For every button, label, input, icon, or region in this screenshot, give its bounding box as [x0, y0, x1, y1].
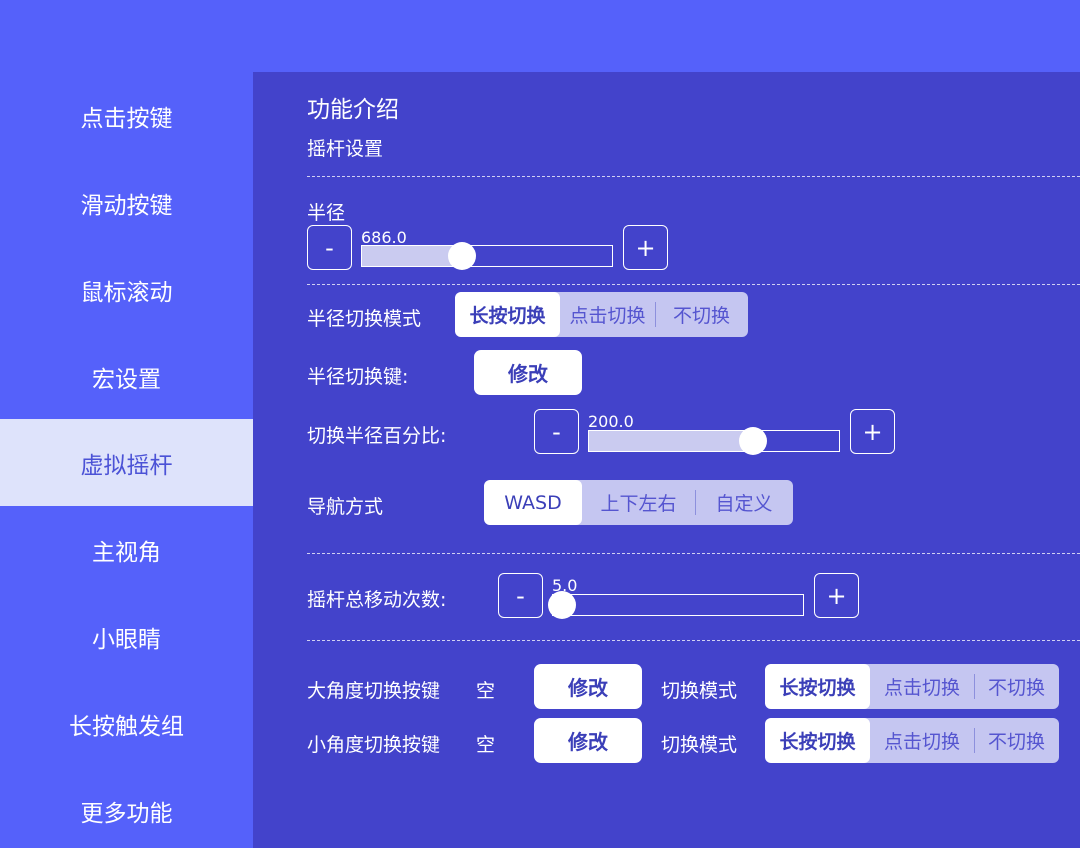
option-click-switch[interactable]: 点击切换 [883, 731, 960, 753]
top-bar [0, 0, 1080, 72]
joystick-moves-plus-button[interactable]: + [814, 573, 859, 618]
sidebar-item-click-key[interactable]: 点击按键 [0, 72, 253, 159]
minus-icon: - [325, 233, 334, 262]
divider [307, 284, 1080, 285]
radius-slider-thumb[interactable] [448, 242, 476, 270]
option-no-switch[interactable]: 不切换 [974, 664, 1059, 709]
sidebar-item-label: 鼠标滚动 [80, 279, 173, 306]
divider [307, 176, 1080, 177]
sidebar-item-mouse-scroll[interactable]: 鼠标滚动 [0, 246, 253, 333]
radius-slider-fill [362, 246, 462, 266]
joystick-moves-slider-track[interactable] [552, 594, 804, 616]
divider [307, 640, 1080, 641]
option-arrow-keys[interactable]: 上下左右 [600, 493, 677, 515]
option-click-switch[interactable]: 点击切换 [883, 677, 960, 699]
sidebar-item-long-press-group[interactable]: 长按触发组 [0, 680, 253, 767]
option-no-switch[interactable]: 不切换 [655, 292, 748, 337]
sidebar-item-swipe-key[interactable]: 滑动按键 [0, 159, 253, 246]
joystick-moves-minus-button[interactable]: - [498, 573, 543, 618]
big-angle-mode-label: 切换模式 [661, 680, 738, 702]
sidebar-item-label: 小眼睛 [92, 626, 161, 653]
small-angle-mode-label: 切换模式 [661, 734, 738, 756]
small-angle-mode-segmented: 长按切换 点击切换 不切换 [765, 718, 1059, 763]
sidebar-item-main-view[interactable]: 主视角 [0, 506, 253, 593]
radius-slider-track[interactable] [361, 245, 613, 267]
option-long-press-switch[interactable]: 长按切换 [765, 718, 870, 763]
option-long-press-switch[interactable]: 长按切换 [765, 664, 870, 709]
sidebar: 点击按键 滑动按键 鼠标滚动 宏设置 虚拟摇杆 主视角 小眼睛 长按触发组 更多… [0, 72, 253, 848]
joystick-moves-value: 5.0 [552, 576, 578, 595]
radius-minus-button[interactable]: - [307, 225, 352, 270]
option-long-press-switch[interactable]: 长按切换 [455, 292, 560, 337]
option-custom[interactable]: 自定义 [695, 480, 793, 525]
sidebar-item-small-eye[interactable]: 小眼睛 [0, 593, 253, 680]
radius-switch-key-modify-button[interactable]: 修改 [474, 350, 582, 395]
section-title: 摇杆设置 [307, 138, 384, 160]
plus-icon: + [635, 233, 656, 262]
option-click-switch[interactable]: 点击切换 [569, 305, 646, 327]
switch-radius-percent-minus-button[interactable]: - [534, 409, 579, 454]
sidebar-item-label: 主视角 [92, 539, 161, 566]
switch-radius-percent-slider-track[interactable] [588, 430, 840, 452]
minus-icon: - [552, 417, 561, 446]
small-angle-modify-button[interactable]: 修改 [534, 718, 642, 763]
small-angle-key-value: 空 [476, 734, 496, 756]
big-angle-mode-segmented: 长按切换 点击切换 不切换 [765, 664, 1059, 709]
sidebar-item-virtual-joystick[interactable]: 虚拟摇杆 [0, 419, 253, 506]
joystick-moves-label: 摇杆总移动次数: [307, 589, 447, 611]
sidebar-item-label: 虚拟摇杆 [80, 452, 173, 479]
small-angle-key-label: 小角度切换按键 [307, 734, 441, 756]
option-wasd[interactable]: WASD [484, 480, 582, 525]
sidebar-item-more-features[interactable]: 更多功能 [0, 767, 253, 848]
nav-mode-segmented: WASD 上下左右 自定义 [484, 480, 793, 525]
radius-switch-mode-label: 半径切换模式 [307, 308, 422, 330]
switch-radius-percent-value: 200.0 [588, 412, 634, 431]
big-angle-key-label: 大角度切换按键 [307, 680, 441, 702]
switch-radius-percent-label: 切换半径百分比: [307, 425, 447, 447]
joystick-moves-slider-thumb[interactable] [548, 591, 576, 619]
radius-value: 686.0 [361, 228, 407, 247]
sidebar-item-label: 长按触发组 [69, 713, 184, 740]
sidebar-item-label: 宏设置 [92, 366, 161, 393]
radius-label: 半径 [307, 202, 346, 224]
switch-radius-percent-slider-fill [589, 431, 752, 451]
page-title: 功能介绍 [307, 97, 399, 123]
switch-radius-percent-slider-thumb[interactable] [739, 427, 767, 455]
radius-switch-key-label: 半径切换键: [307, 366, 409, 388]
switch-radius-percent-plus-button[interactable]: + [850, 409, 895, 454]
plus-icon: + [862, 417, 883, 446]
sidebar-item-label: 点击按键 [80, 105, 173, 132]
radius-plus-button[interactable]: + [623, 225, 668, 270]
minus-icon: - [516, 581, 525, 610]
divider [307, 553, 1080, 554]
sidebar-item-macro-settings[interactable]: 宏设置 [0, 333, 253, 420]
option-no-switch[interactable]: 不切换 [974, 718, 1059, 763]
nav-mode-label: 导航方式 [307, 496, 384, 518]
radius-switch-mode-segmented: 长按切换 点击切换 不切换 [455, 292, 748, 337]
big-angle-key-value: 空 [476, 680, 496, 702]
plus-icon: + [826, 581, 847, 610]
sidebar-item-label: 更多功能 [80, 800, 173, 827]
big-angle-modify-button[interactable]: 修改 [534, 664, 642, 709]
sidebar-item-label: 滑动按键 [80, 192, 173, 219]
